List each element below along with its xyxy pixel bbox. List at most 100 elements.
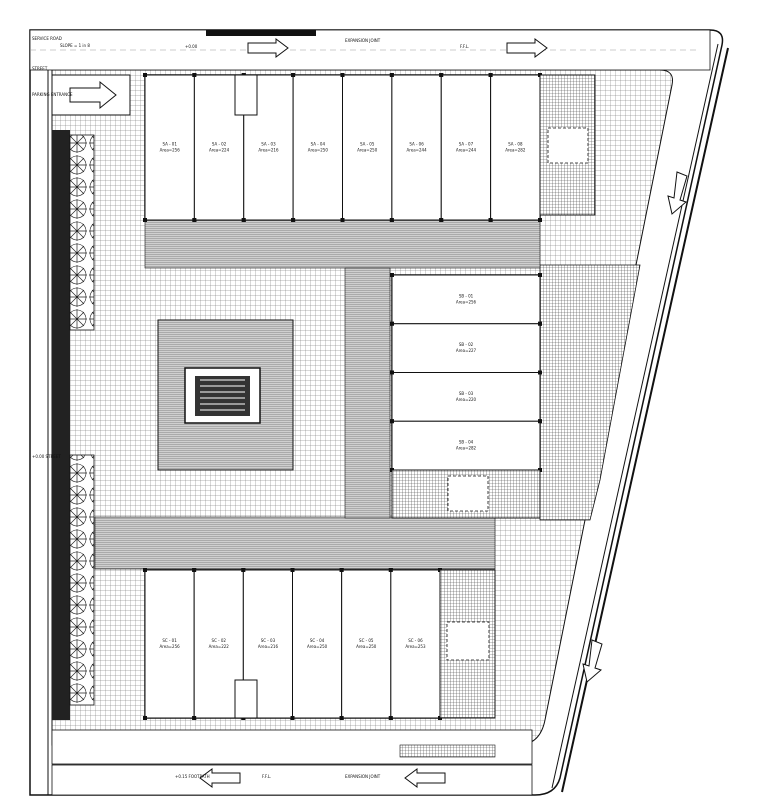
shop-area: Area=250 — [356, 644, 377, 649]
parking-entrance-note: PARKING ENTRANCE — [32, 92, 73, 97]
shop-unit — [390, 569, 441, 719]
annotations: SERVICE ROAD SLOPE = 1 in 8 PARKING ENTR… — [32, 36, 469, 779]
shop-id: SA - 07 — [459, 142, 474, 147]
structural-column — [143, 568, 147, 572]
shop-unit — [292, 74, 343, 221]
structural-column — [192, 568, 197, 572]
arrow-right-icon — [506, 38, 548, 58]
shop-id: SC - 06 — [408, 638, 423, 643]
level-ffl-top: F.F.L. — [460, 44, 469, 49]
structural-column — [143, 73, 147, 77]
shop-id: SB - 04 — [459, 440, 474, 445]
shop-area: Area=250 — [307, 644, 328, 649]
shop-id: SC - 03 — [261, 638, 276, 643]
shop-unit — [391, 420, 541, 471]
structural-column — [538, 218, 542, 222]
shop-unit — [144, 74, 195, 221]
shop-area: Area=256 — [160, 148, 181, 153]
structural-column — [340, 218, 345, 222]
expansion-joint-top: EXPANSION JOINT — [345, 38, 381, 43]
shop-id: SC - 04 — [310, 638, 325, 643]
shop-id: SC - 02 — [212, 638, 227, 643]
structural-column — [340, 73, 345, 77]
service-road-note: SERVICE ROAD — [32, 36, 62, 41]
structural-column — [390, 370, 394, 375]
left-kerb — [52, 130, 70, 720]
shop-area: Area=250 — [308, 148, 329, 153]
shop-area: Area=256 — [159, 644, 180, 649]
level-ffl-bottom: F.F.L. — [262, 774, 271, 779]
shop-unit — [391, 372, 541, 422]
structural-column — [488, 73, 493, 77]
shop-area: Area=253 — [405, 644, 426, 649]
structural-column — [439, 73, 444, 77]
structural-column — [538, 370, 542, 375]
shop-unit — [292, 569, 343, 719]
level-top: +0.00 — [185, 44, 198, 49]
structural-column — [538, 321, 542, 326]
arrow-left-icon — [404, 768, 446, 788]
structural-column — [241, 568, 246, 572]
arrow-down-icon — [582, 639, 603, 683]
shop-id: SC - 01 — [162, 638, 177, 643]
shop-area: Area=220 — [456, 397, 477, 402]
shop-id: SB - 03 — [459, 391, 474, 396]
shop-area: Area=250 — [357, 148, 378, 153]
structural-column — [439, 218, 444, 222]
shop-area: Area=222 — [209, 644, 230, 649]
shop-id: SA - 01 — [162, 142, 177, 147]
shop-area: Area=244 — [456, 148, 477, 153]
shop-id: SA - 06 — [409, 142, 424, 147]
structural-column — [192, 218, 197, 222]
shop-area: Area=227 — [456, 348, 477, 353]
shop-area: Area=216 — [258, 644, 279, 649]
shop-id: SC - 05 — [359, 638, 374, 643]
shop-unit — [391, 274, 541, 325]
street-note: STREET — [32, 66, 48, 71]
arrow-left-icon — [199, 768, 241, 788]
shop-area: Area=256 — [456, 299, 477, 304]
structural-column — [388, 568, 393, 572]
level-street: +0.00 STREET — [32, 454, 61, 459]
shop-area: Area=224 — [209, 148, 230, 153]
arrow-right-icon — [69, 80, 117, 110]
expansion-joint-bottom: EXPANSION JOINT — [345, 774, 381, 779]
structural-column — [192, 73, 197, 77]
shop-id: SA - 02 — [212, 142, 227, 147]
structural-column — [390, 321, 394, 326]
shop-area: Area=282 — [505, 148, 526, 153]
shop-area: Area=216 — [258, 148, 279, 153]
structural-column — [290, 568, 295, 572]
shop-id: SB - 02 — [459, 342, 474, 347]
site-boundary — [29, 29, 729, 796]
central-plaza — [157, 319, 294, 471]
level-footpath: +0.15 FOOTPATH — [175, 774, 210, 779]
structural-column — [389, 73, 394, 77]
structural-column — [291, 73, 296, 77]
shop-unit — [342, 74, 393, 221]
shop-unit — [391, 74, 442, 221]
structural-column — [291, 218, 296, 222]
structural-column — [388, 716, 393, 720]
shop-unit — [391, 323, 541, 373]
shop-id: SA - 04 — [311, 142, 326, 147]
shop-unit — [440, 74, 492, 221]
structural-column — [290, 716, 295, 720]
structural-column — [390, 273, 394, 277]
structural-column — [339, 568, 344, 572]
structural-column — [538, 273, 542, 277]
structural-column — [538, 419, 542, 424]
shop-unit — [341, 569, 392, 719]
slope-note: SLOPE = 1 in 8 — [60, 43, 90, 48]
shop-id: SA - 05 — [360, 142, 375, 147]
tree-pits — [69, 134, 95, 706]
shop-id: SB - 01 — [459, 293, 474, 298]
structural-column — [241, 218, 246, 222]
shop-id: SA - 08 — [508, 142, 523, 147]
structural-column — [143, 716, 147, 720]
structural-column — [389, 218, 394, 222]
structural-column — [192, 716, 197, 720]
arrow-down-icon — [667, 171, 688, 215]
bottom-road — [51, 729, 533, 796]
